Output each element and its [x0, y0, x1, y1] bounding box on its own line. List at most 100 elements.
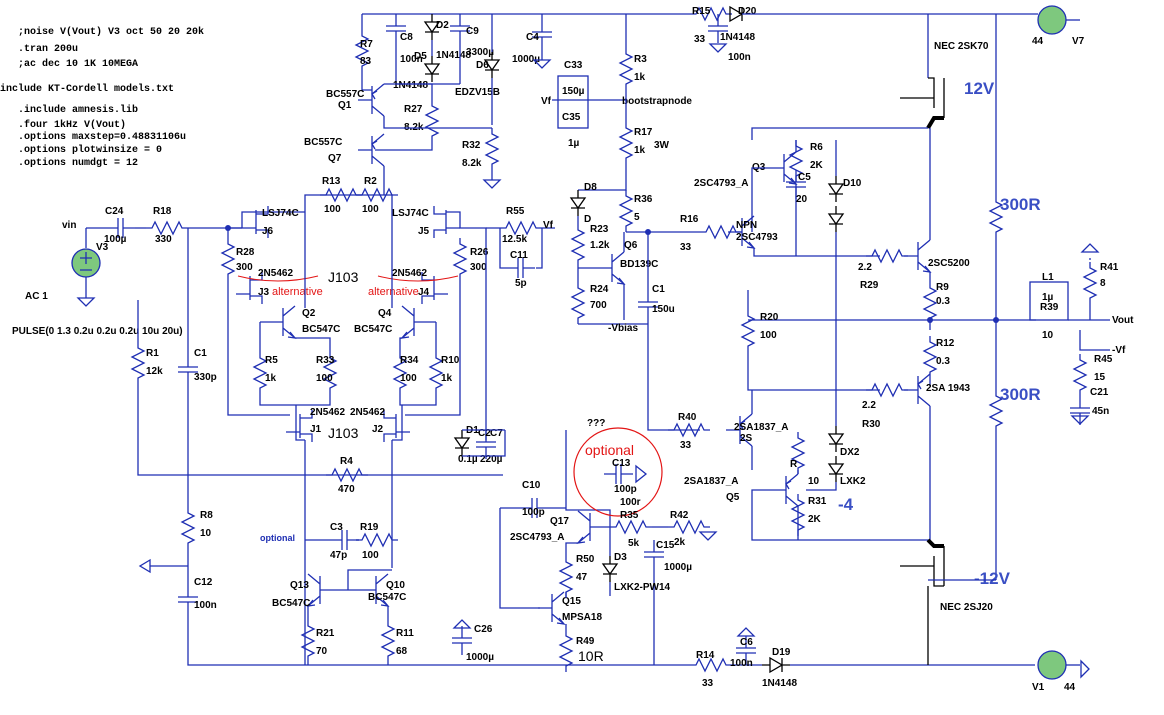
q6-part: BD139C: [620, 259, 658, 270]
directive-noise: ;noise V(Vout) V3 oct 50 20 20k: [18, 26, 204, 38]
j1-name: J1: [310, 424, 322, 435]
r34-name: R34: [400, 355, 419, 366]
d3-part: LXK2-PW14: [614, 582, 671, 593]
r33-name: R33: [316, 355, 335, 366]
r45-name: R45: [1094, 354, 1113, 365]
c15-name: C15: [656, 540, 675, 551]
directive-ac: ;ac dec 10 1K 10MEGA: [18, 58, 138, 70]
r36-name: R36: [634, 194, 653, 205]
c21-name: C21: [1090, 387, 1109, 398]
r16-value: 33: [680, 242, 692, 253]
vbias-label: -Vbias: [608, 323, 638, 334]
r35-name: R35: [620, 510, 639, 521]
c4b-value: 100n: [728, 52, 751, 63]
ac-label: AC 1: [25, 291, 48, 302]
q17-name: Q17: [550, 516, 569, 527]
r32-name: R32: [462, 140, 481, 151]
r15-name: R15: [692, 6, 711, 17]
q10-part: BC547C: [368, 592, 406, 603]
vin-label: vin: [62, 220, 76, 231]
r20-value: 100: [760, 330, 777, 341]
r7-value: 83: [360, 56, 372, 67]
r35-value: 5k: [628, 538, 640, 549]
j3-part: 2N5462: [258, 268, 293, 279]
alternative-label-b: alternative: [368, 286, 419, 298]
r11-value: 68: [396, 646, 408, 657]
vf-label-b: -Vf: [1112, 345, 1126, 356]
d8-name: D8: [584, 182, 597, 193]
r5-value: 1k: [265, 373, 277, 384]
c2-name: C2: [478, 428, 491, 439]
c1b-value: 150u: [652, 304, 675, 315]
minus4-label: -4: [838, 495, 854, 514]
nec-top-label: NEC 2SK70: [934, 41, 989, 52]
r6-value: 2K: [810, 160, 824, 171]
r24-value: 700: [590, 300, 607, 311]
r17-name: R17: [634, 127, 653, 138]
r14-value: 33: [702, 678, 714, 689]
r19-name: R19: [360, 522, 379, 533]
r30-name: R30: [862, 419, 881, 430]
q9-name: 2S: [740, 433, 753, 444]
c7-value: 220µ: [480, 454, 503, 465]
v1-name: V1: [1032, 682, 1045, 693]
r300-label-b: 300R: [1000, 385, 1041, 404]
pulse-label: PULSE(0 1.3 0.2u 0.2u 0.2u 10u 20u): [12, 326, 183, 337]
alternative-label-a: alternative: [272, 286, 323, 298]
d20-value: 1N4148: [720, 32, 755, 43]
optional-label-small: optional: [260, 533, 295, 543]
r3-value: 1k: [634, 72, 646, 83]
c1a-value: 330p: [194, 372, 217, 383]
j4-name: J4: [418, 287, 430, 298]
r1-value: 12k: [146, 366, 163, 377]
c5-name: C5: [798, 172, 811, 183]
npn-part: 2SC4793: [736, 232, 778, 243]
l1-name: L1: [1042, 272, 1054, 283]
r-name: R: [790, 459, 798, 470]
j3-name: J3: [258, 287, 270, 298]
r20-name: R20: [760, 312, 779, 323]
c3-value: 47p: [330, 550, 347, 561]
directive-lib: .include amnesis.lib: [18, 104, 138, 116]
r9-value: 0.3: [936, 296, 950, 307]
d11-name: DX2: [840, 447, 860, 458]
q5-name: Q5: [726, 492, 740, 503]
q2-part: BC547C: [302, 324, 340, 335]
q1-name: Q1: [338, 100, 352, 111]
input-source: vin V3 AC 1 PULSE(0 1.3 0.2u 0.2u 0.2u 1…: [12, 220, 183, 337]
d8-value: D: [584, 214, 591, 225]
l1-value: 1µ: [1042, 292, 1054, 303]
v3-label: V3: [96, 242, 109, 253]
r27-name: R27: [404, 104, 423, 115]
c26-value: 1000µ: [466, 652, 494, 663]
v7-value: 44: [1032, 36, 1044, 47]
c12-value: 100n: [194, 600, 217, 611]
r50-name: R50: [576, 554, 595, 565]
r39-name: R39: [1040, 302, 1059, 313]
r10-value: 1k: [441, 373, 453, 384]
c9-value: 3300µ: [466, 47, 494, 58]
vout-label: Vout: [1112, 315, 1134, 326]
r32-value: 8.2k: [462, 158, 482, 169]
v7-source-icon[interactable]: [1037, 5, 1067, 35]
c33-value: 150µ: [562, 86, 585, 97]
c6-name: C6: [740, 637, 753, 648]
r13-name: R13: [322, 176, 341, 187]
q1-part: BC557C: [326, 89, 364, 100]
v7-name: V7: [1072, 36, 1085, 47]
vf-label-a: Vf: [543, 220, 554, 231]
c4-name: C4: [526, 32, 539, 43]
q7-name: Q7: [328, 153, 342, 164]
r18-name: R18: [153, 206, 172, 217]
v1-source-icon[interactable]: [1037, 650, 1067, 680]
three-watt-label: 3W: [654, 140, 670, 151]
c24-value: 100µ: [104, 234, 127, 245]
q7-part: BC557C: [304, 137, 342, 148]
j103-label-a: J103: [328, 269, 359, 285]
npn-name: NPN: [736, 220, 757, 231]
c13-name: C13: [612, 458, 631, 469]
q15-name: Q15: [562, 596, 581, 607]
r30-value: 2.2: [862, 400, 876, 411]
d11-part: LXK2: [840, 476, 866, 487]
